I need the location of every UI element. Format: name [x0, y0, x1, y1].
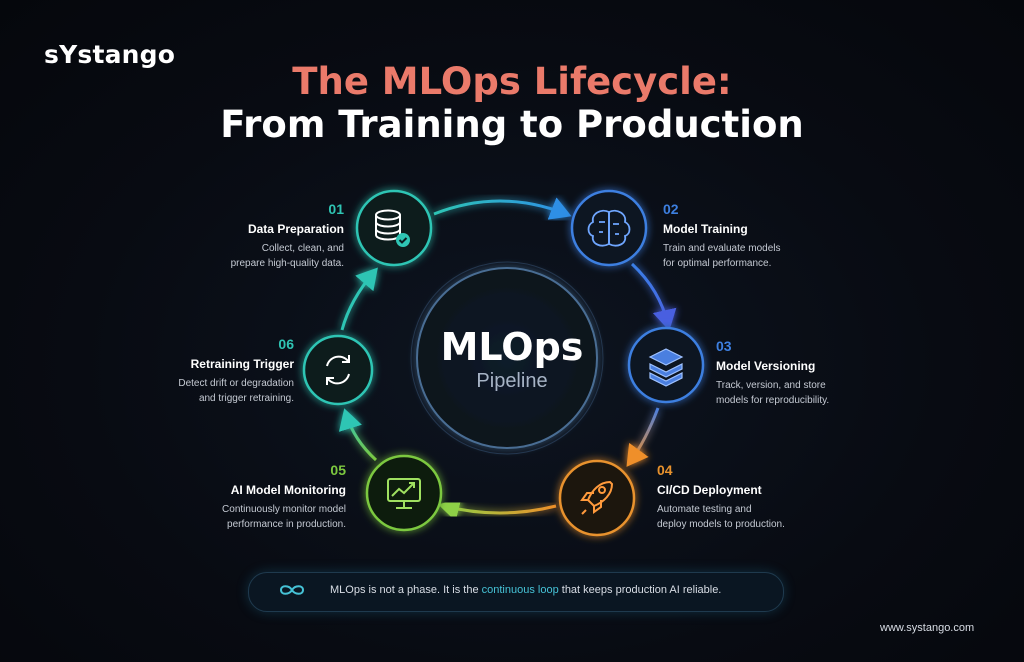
step-node-05 — [365, 454, 443, 532]
banner-highlight: continuous loop — [481, 584, 559, 596]
step-number: 02 — [663, 201, 679, 217]
step-title: Data Preparation — [247, 222, 344, 236]
banner-text: MLOps is not a phase. It is the continuo… — [330, 584, 721, 596]
step-number: 05 — [330, 462, 346, 478]
monitor-chart-icon — [387, 478, 421, 509]
step-desc-line1: Automate testing and — [657, 504, 752, 515]
page-title-line1: The MLOps Lifecycle: — [292, 60, 732, 103]
brain-icon — [587, 209, 631, 247]
center-subtitle: Pipeline — [476, 370, 548, 392]
step-06-text: 06 Retraining Trigger Detect drift or de… — [178, 336, 294, 406]
step-title: AI Model Monitoring — [230, 483, 346, 497]
step-title: Retraining Trigger — [190, 357, 294, 371]
step-desc-line2: deploy models to production. — [657, 519, 785, 530]
step-desc-line1: Train and evaluate models — [663, 243, 781, 254]
bottom-banner — [248, 572, 784, 612]
arrow-06-to-01 — [340, 267, 378, 331]
step-03-text: 03 Model Versioning Track, version, and … — [716, 338, 829, 408]
page-title-line2: From Training to Production — [220, 103, 804, 146]
step-title: CI/CD Deployment — [657, 483, 762, 497]
step-01-text: 01 Data Preparation Collect, clean, and … — [231, 201, 344, 271]
website-url[interactable]: www.systango.com — [880, 622, 975, 634]
step-number: 03 — [716, 338, 732, 354]
step-desc-line2: for optimal performance. — [663, 258, 772, 269]
step-title: Model Versioning — [716, 359, 816, 373]
step-desc-line2: and trigger retraining. — [198, 393, 294, 404]
center-circle-outer — [410, 261, 604, 455]
step-title: Model Training — [663, 222, 748, 236]
step-desc-line1: Detect drift or degradation — [178, 378, 294, 389]
step-number: 06 — [278, 336, 294, 352]
arrow-03-to-04 — [626, 407, 660, 467]
step-desc-line1: Track, version, and store — [716, 380, 826, 391]
brand-logo: sYstango — [44, 40, 176, 69]
step-desc-line1: Collect, clean, and — [261, 243, 344, 254]
step-node-02 — [570, 189, 648, 267]
arrow-05-to-06 — [338, 408, 378, 462]
arrow-02-to-03 — [630, 262, 677, 331]
step-05-text: 05 AI Model Monitoring Continuously moni… — [222, 462, 346, 532]
step-number: 04 — [657, 462, 673, 478]
step-node-06 — [302, 334, 374, 406]
refresh-icon — [326, 355, 350, 385]
center-circle — [416, 267, 598, 449]
step-02-text: 02 Model Training Train and evaluate mod… — [663, 201, 780, 271]
center-title: MLOps — [440, 325, 584, 369]
step-desc-line2: models for reproducibility. — [716, 395, 830, 406]
infinity-icon — [279, 585, 305, 595]
banner-text-before: MLOps is not a phase. It is the — [330, 584, 482, 596]
arrow-04-to-05 — [438, 497, 557, 522]
step-node-03 — [627, 326, 705, 404]
arrow-01-to-02 — [433, 197, 572, 220]
step-desc-line1: Continuously monitor model — [222, 504, 346, 515]
step-desc-line2: prepare high-quality data. — [230, 258, 344, 269]
step-number: 01 — [328, 201, 344, 217]
banner-text-after: that keeps production AI reliable. — [558, 584, 722, 596]
step-04-text: 04 CI/CD Deployment Automate testing and… — [657, 462, 785, 532]
layers-icon — [648, 348, 684, 387]
rocket-icon — [580, 480, 614, 515]
step-node-01 — [355, 189, 433, 267]
step-desc-line2: performance in production. — [227, 519, 346, 530]
step-node-04 — [558, 459, 636, 537]
